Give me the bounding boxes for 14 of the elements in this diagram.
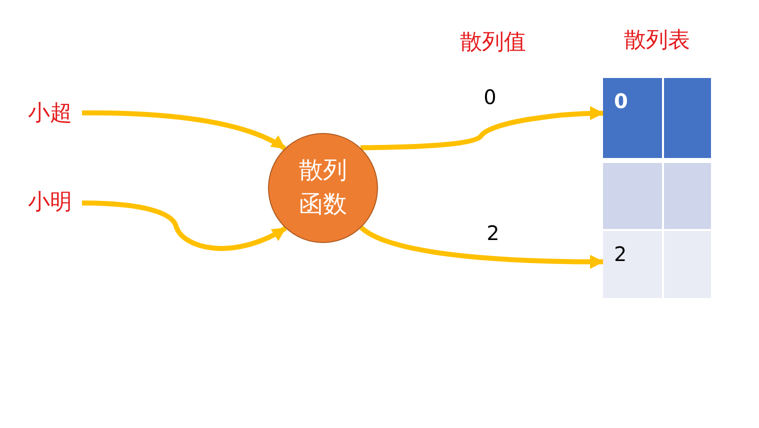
table-heading: 散列表: [623, 27, 691, 55]
table-cell: 0: [603, 78, 662, 158]
arrow: [82, 110, 286, 151]
function-circle: 散列函数: [268, 133, 378, 243]
arrow: [82, 200, 287, 251]
arrow: [360, 106, 604, 150]
name-label: 小明: [28, 189, 82, 217]
name-label: 小超: [28, 100, 82, 128]
table-cell: 2: [603, 231, 662, 298]
arrow: [360, 226, 604, 269]
table-cell: [664, 78, 711, 158]
table-cell: [664, 163, 711, 229]
table-cell: [603, 163, 662, 229]
column-heading: 散列值: [460, 29, 526, 57]
